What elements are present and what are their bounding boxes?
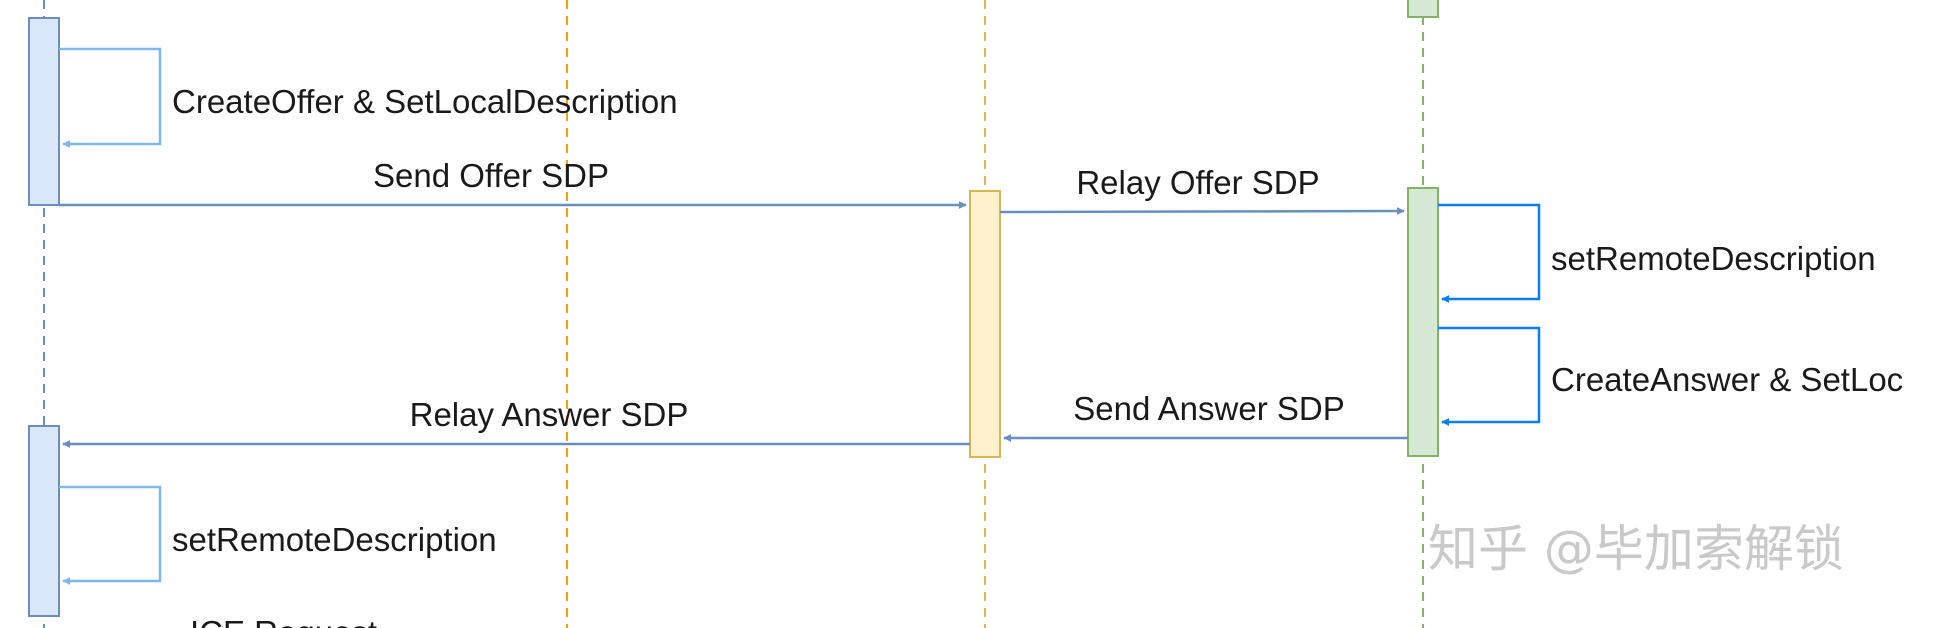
create-answer-self-loop bbox=[1438, 326, 1541, 426]
watermark: 知乎 @毕加索解锁 bbox=[1428, 520, 1844, 578]
create-offer-label: CreateOffer & SetLocalDescription bbox=[172, 83, 678, 120]
server-activation bbox=[969, 190, 1001, 458]
set-remote-left-label: setRemoteDescription bbox=[172, 521, 497, 558]
callee-activation bbox=[1407, 187, 1439, 457]
relay-offer-arrow bbox=[999, 207, 1405, 216]
set-remote-left-self-loop bbox=[59, 485, 162, 585]
relay-offer-label: Relay Offer SDP bbox=[1076, 164, 1319, 201]
caller-activation-top bbox=[28, 17, 60, 206]
caller-activation-bottom bbox=[28, 425, 60, 617]
create-answer-label: CreateAnswer & SetLoc bbox=[1551, 361, 1903, 398]
set-remote-right-label: setRemoteDescription bbox=[1551, 240, 1876, 277]
send-answer-label: Send Answer SDP bbox=[1073, 390, 1344, 427]
create-offer-self-loop bbox=[59, 47, 162, 148]
relay-answer-label: Relay Answer SDP bbox=[410, 396, 689, 433]
set-remote-right-self-loop bbox=[1438, 203, 1541, 303]
callee-activation-top bbox=[1407, 0, 1439, 18]
send-offer-label: Send Offer SDP bbox=[373, 157, 609, 194]
ice-request-label: ICE Request bbox=[190, 614, 377, 628]
